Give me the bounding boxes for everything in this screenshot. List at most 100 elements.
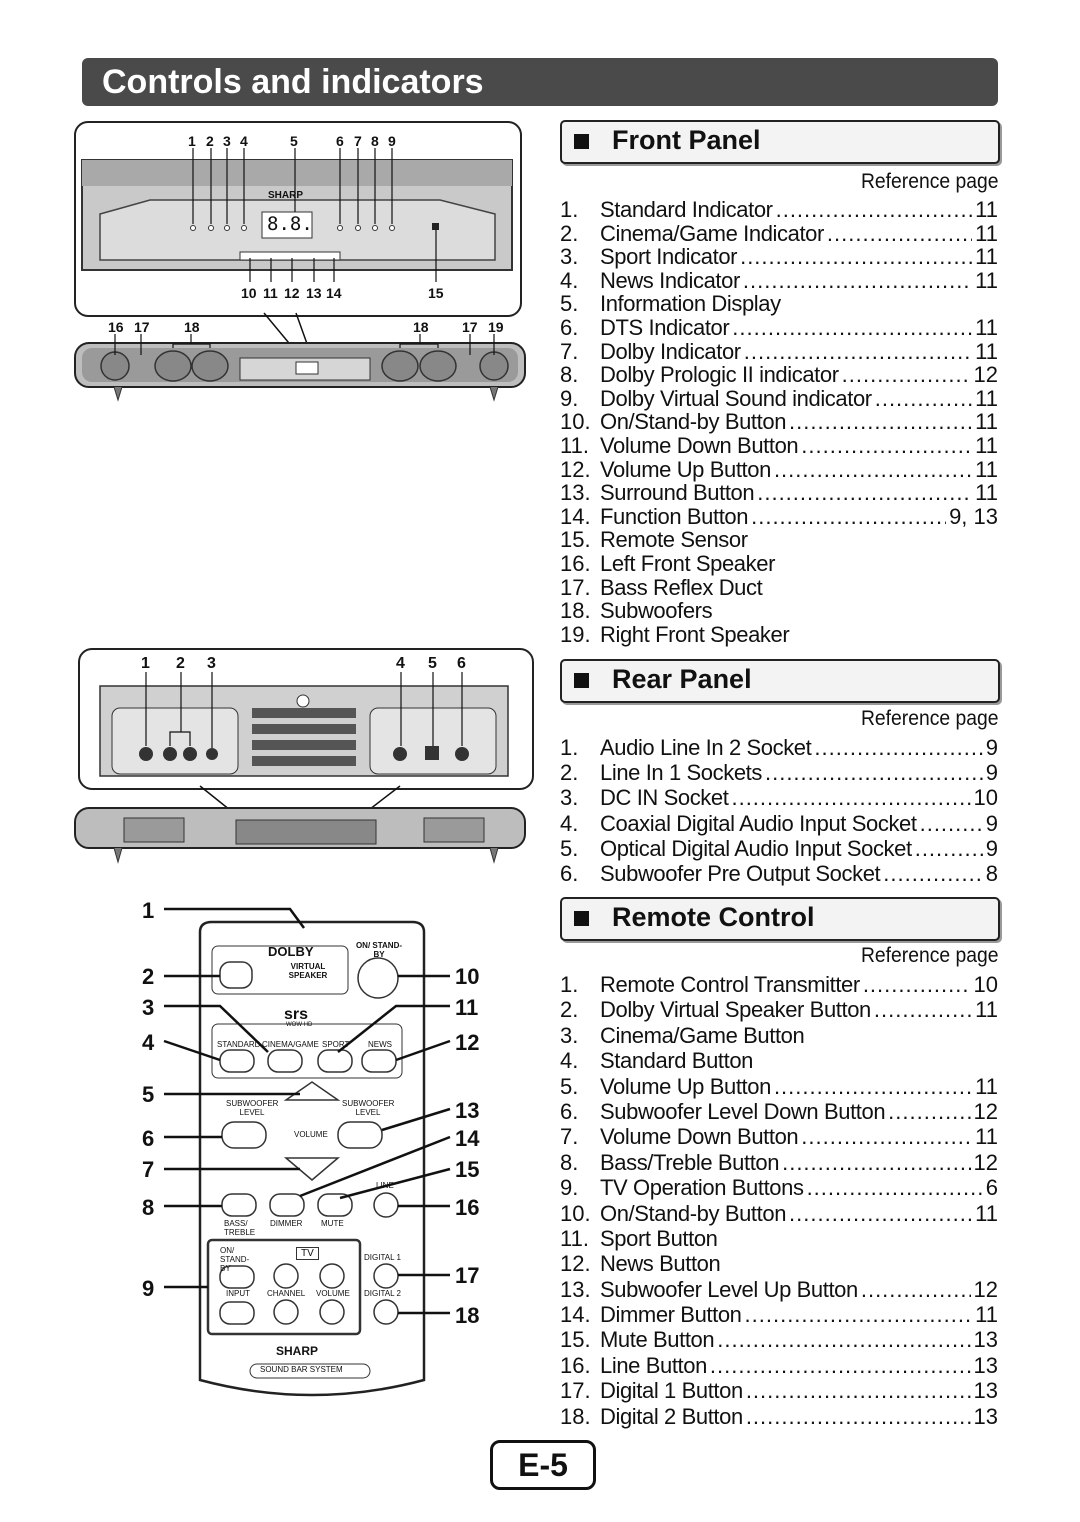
callout-number: 4 [396,655,405,672]
dot-leader [744,340,972,364]
list-item: 2.Dolby Virtual Speaker Button11 [560,997,998,1022]
item-page: 11 [975,314,998,340]
item-text: Dimmer Button [600,1302,742,1328]
item-page: 12 [973,1276,998,1302]
list-item: 6. DTS Indicator 11 [560,316,998,340]
callout-number: 1 [141,655,150,672]
dot-leader [842,363,971,387]
list-item: 4.Coaxial Digital Audio Input Socket9 [560,811,998,836]
dot-leader [740,245,972,269]
callout-number: 14 [326,285,342,301]
dot-leader [782,1150,970,1175]
item-page: 9, 13 [949,503,998,529]
page-title: Controls and indicators [102,63,484,101]
item-text: Remote Control Transmitter [600,972,860,997]
standby-label: ON/ STAND-BY [355,941,403,959]
item-number: 6. [560,314,579,340]
list-item: 2.Cinema/Game Indicator11 [560,220,998,246]
item-text: On/Stand-by Button [600,1200,787,1226]
item-text: Volume Up Button [600,456,771,482]
callout-number: 6 [336,133,344,149]
item-number: 6. [560,1098,579,1124]
dot-leader [807,1175,983,1200]
dot-leader [731,785,970,810]
list-item: 10.On/Stand-by Button11 [560,410,998,434]
callout-number: 16 [455,1195,480,1220]
item-number: 9. [560,1175,579,1201]
list-item: 1.Standard Indicator11 [560,198,998,222]
item-page: 11 [975,244,998,270]
list-item: 18.Subwoofers [560,599,998,623]
item-number: 18. [560,598,591,624]
item-page: 11 [975,220,998,246]
news-label: NEWS [368,1040,392,1049]
item-page: 12 [973,1098,998,1124]
remote-control-heading: Remote Control [560,897,1000,941]
callout-number: 15 [455,1157,480,1182]
callout-number: 3 [223,133,231,149]
item-page: 11 [975,409,998,435]
dot-leader [789,1201,972,1226]
callout-number: 12 [455,1030,480,1055]
item-number: 13. [560,1276,591,1302]
front-panel-heading: Front Panel [560,120,1000,164]
item-page: 11 [975,1302,998,1328]
item-number: 7. [560,338,579,364]
item-number: 1. [560,735,579,760]
item-text: Bass Reflex Duct [600,574,763,600]
dot-leader [789,410,972,434]
item-page: 9 [985,835,998,861]
list-item: 19.Right Front Speaker [560,623,998,647]
dot-leader [746,1378,971,1403]
callout-number: 12 [284,285,300,301]
item-text: Right Front Speaker [600,621,790,647]
callout-number: 13 [306,285,322,301]
bullet-square [574,134,589,149]
callout-number: 5 [142,1082,155,1107]
srs-logo: srs [284,1006,309,1023]
list-item: 5.Volume Up Button11 [560,1074,998,1099]
item-page: 9 [985,760,998,786]
callout-number: 7 [354,133,362,149]
dot-leader [861,1277,971,1302]
item-text: Dolby Prologic II indicator [600,362,839,388]
item-text: Surround Button [600,480,755,506]
list-item: 6.Subwoofer Pre Output Socket8 [560,861,998,886]
wow-hd-label: WOW HD [286,1022,313,1028]
rear-panel-list: 1.Audio Line In 2 Socket92.Line In 1 Soc… [560,735,998,886]
list-item: 4.News Indicator11 [560,269,998,293]
dot-leader [774,458,972,482]
item-page: 13 [973,1378,998,1404]
callout-number: 11 [263,285,278,301]
item-text: News Indicator [600,267,740,293]
item-text: Left Front Speaker [600,550,776,576]
callout-number: 18 [184,319,200,335]
callout-number: 8 [371,133,379,149]
rear-panel-heading: Rear Panel [560,659,1000,703]
item-text: Volume Down Button [600,432,799,458]
item-page: 10 [973,785,998,811]
item-text: Cinema/Game Indicator [600,220,824,246]
callout-number: 3 [142,995,155,1020]
list-item: 11.Sport Button [560,1226,998,1251]
list-item: 12.Volume Up Button11 [560,456,998,482]
item-number: 12. [560,1251,591,1277]
item-text: News Button [600,1251,721,1277]
item-text: DTS Indicator [600,314,730,340]
channel-label: CHANNEL [267,1289,306,1298]
item-number: 14. [560,1302,591,1328]
item-text: Bass/Treble Button [600,1149,780,1175]
item-text: Mute Button [600,1327,715,1353]
item-page: 12 [973,1149,998,1175]
callout-number: 14 [455,1126,480,1151]
dot-leader [875,387,972,411]
dot-leader [883,861,983,886]
item-number: 11. [560,432,589,458]
list-item: 14. Dimmer Button 11 [560,1302,998,1327]
callout-number: 5 [428,655,437,672]
item-number: 4. [560,1048,579,1074]
dot-leader [717,1327,970,1352]
item-number: 16. [560,550,591,576]
